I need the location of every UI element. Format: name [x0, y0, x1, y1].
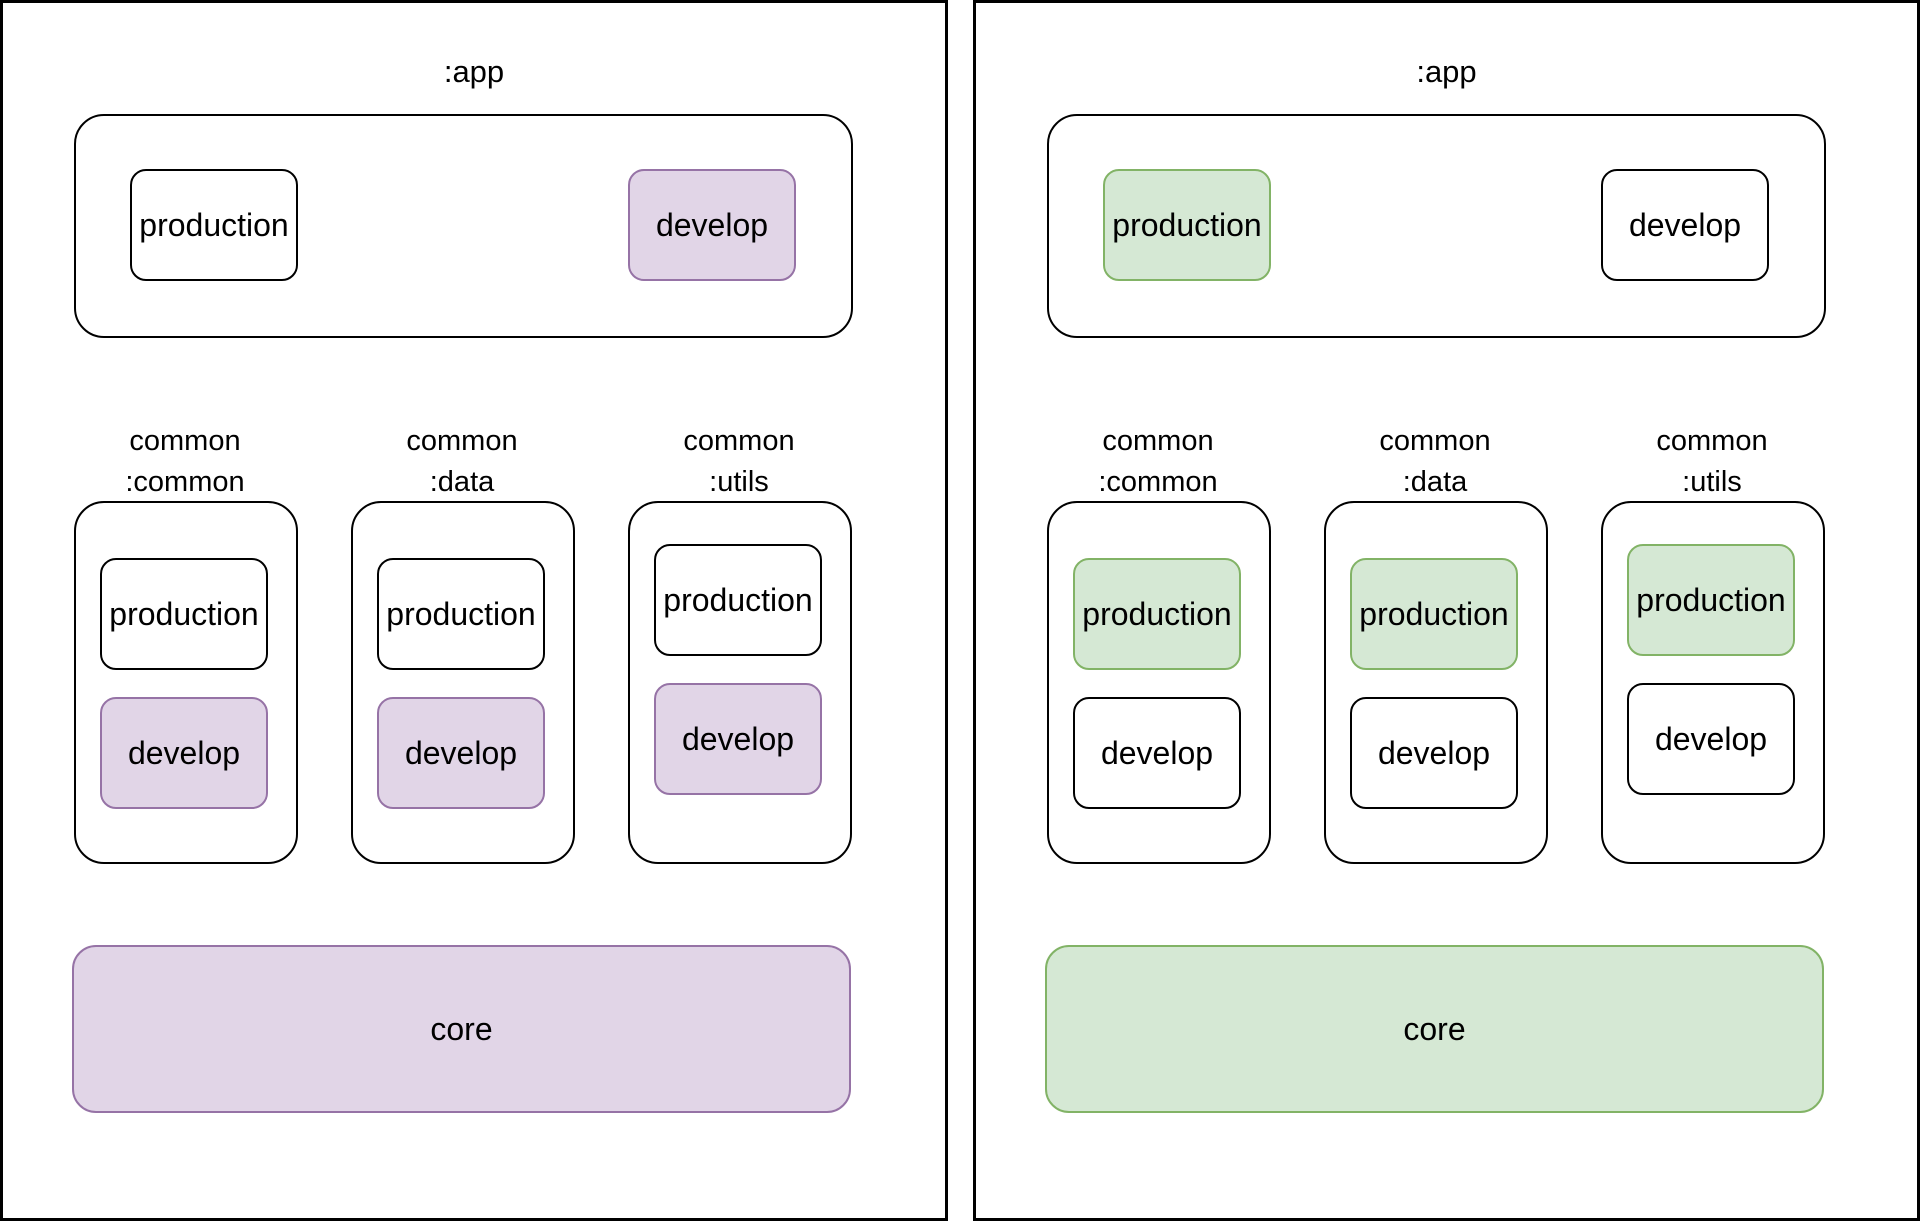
module-name: :common [1098, 466, 1218, 498]
common-common-module-box: production develop [1047, 501, 1271, 864]
common-utils-module-label: common :utils [1601, 421, 1823, 503]
module-group-name: common [129, 425, 241, 457]
common-common-module-label: common :common [74, 421, 296, 503]
module-name: :utils [1682, 466, 1742, 498]
app-module-box: production develop [1047, 114, 1826, 338]
common-production-flavor: production [100, 558, 268, 670]
common-data-module-label: common :data [1324, 421, 1546, 503]
app-module-label: :app [443, 54, 505, 89]
module-name: :data [429, 466, 495, 498]
core-module-box: core [72, 945, 851, 1113]
common-develop-flavor: develop [100, 697, 268, 809]
data-develop-flavor: develop [1350, 697, 1518, 809]
common-common-module-label: common :common [1047, 421, 1269, 503]
module-name: :common [125, 466, 245, 498]
utils-develop-flavor: develop [654, 683, 822, 795]
app-production-flavor: production [1103, 169, 1271, 281]
app-production-flavor: production [130, 169, 298, 281]
common-data-module-box: production develop [351, 501, 575, 864]
common-production-flavor: production [1073, 558, 1241, 670]
common-utils-module-label: common :utils [628, 421, 850, 503]
common-utils-module-box: production develop [628, 501, 852, 864]
app-develop-flavor: develop [628, 169, 796, 281]
utils-production-flavor: production [1627, 544, 1795, 656]
module-name: :data [1402, 466, 1468, 498]
production-variant-panel: :app production develop common :common c… [973, 0, 1920, 1221]
module-group-name: common [683, 425, 795, 457]
data-production-flavor: production [377, 558, 545, 670]
utils-production-flavor: production [654, 544, 822, 656]
module-group-name: common [1379, 425, 1491, 457]
app-module-box: production develop [74, 114, 853, 338]
app-develop-flavor: develop [1601, 169, 1769, 281]
develop-variant-panel: :app production develop common :common c… [0, 0, 948, 1221]
module-group-name: common [406, 425, 518, 457]
module-name: :utils [709, 466, 769, 498]
common-utils-module-box: production develop [1601, 501, 1825, 864]
common-common-module-box: production develop [74, 501, 298, 864]
utils-develop-flavor: develop [1627, 683, 1795, 795]
data-production-flavor: production [1350, 558, 1518, 670]
common-data-module-box: production develop [1324, 501, 1548, 864]
module-group-name: common [1656, 425, 1768, 457]
data-develop-flavor: develop [377, 697, 545, 809]
common-data-module-label: common :data [351, 421, 573, 503]
common-develop-flavor: develop [1073, 697, 1241, 809]
module-group-name: common [1102, 425, 1214, 457]
app-module-label: :app [1416, 54, 1477, 89]
core-module-box: core [1045, 945, 1824, 1113]
